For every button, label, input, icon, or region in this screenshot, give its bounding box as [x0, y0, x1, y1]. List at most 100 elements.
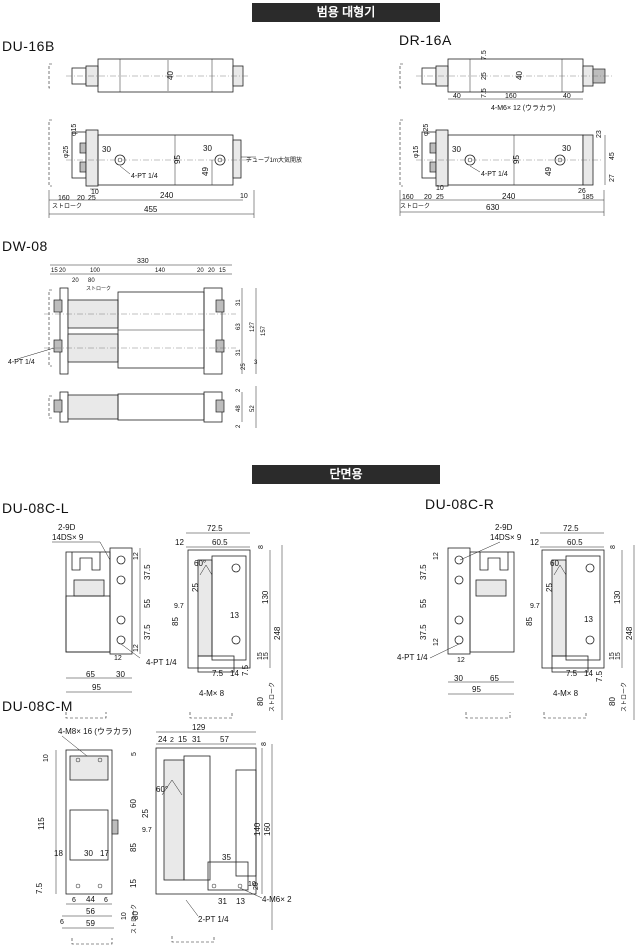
- dim-12-bottom-r: 12: [433, 638, 440, 646]
- dim-30-right-dr: 30: [562, 144, 571, 153]
- label-stroke-l: ストローク: [269, 682, 276, 712]
- label-pt-dr16a: 4-PT 1/4: [481, 171, 508, 178]
- dim-30-m: 30: [84, 849, 93, 858]
- label-pt-du16b: 4-PT 1/4: [131, 173, 158, 180]
- label-pt-dw08: 4-PT 1/4: [8, 359, 35, 366]
- dim-80-l: 80: [256, 697, 265, 706]
- label-m8-l: 4-M× 8: [199, 689, 225, 698]
- dim-630: 630: [486, 203, 500, 212]
- model-title-du08cr: DU-08C-R: [425, 496, 495, 512]
- dim-52: 52: [250, 405, 256, 412]
- dim-10-b-m: 10: [248, 881, 256, 888]
- dim-9-7-r: 9.7: [530, 603, 540, 610]
- dim-185: 185: [582, 194, 594, 201]
- dim-57-m: 57: [220, 735, 229, 744]
- dim-85-l: 85: [171, 617, 180, 626]
- dim-45: 45: [609, 152, 616, 160]
- label-m6-m: 4-M6× 2: [262, 895, 292, 904]
- dim-130-l: 130: [261, 590, 270, 604]
- dim-phi15-dr: φ15: [413, 146, 420, 158]
- label-m8-m: 4-M8× 16 (ウラカラ): [58, 727, 132, 736]
- dim-40-left: 40: [453, 93, 461, 100]
- dim-240-dr: 240: [502, 192, 516, 201]
- dim-44-m: 44: [86, 895, 95, 904]
- dim-60deg-l: 60°: [194, 559, 206, 568]
- dim-9-7-l: 9.7: [174, 603, 184, 610]
- dim-127: 127: [250, 321, 256, 332]
- dim-31-m: 31: [192, 735, 201, 744]
- dim-2-bottom: 2: [236, 424, 242, 428]
- drawing-du08cm: 4-M8× 16 (ウラカラ) 10 115 18 30 17 7.5 6 44…: [35, 723, 292, 945]
- label-stroke-dw08: ストローク: [86, 286, 111, 292]
- label-2-9d-l: 2-9D: [58, 523, 76, 532]
- dim-15-b-m: 15: [129, 879, 138, 888]
- dim-160-top: 160: [505, 93, 517, 100]
- dim-30-r: 30: [454, 674, 463, 683]
- dim-6-a-m: 6: [72, 897, 76, 904]
- dim-3: 3: [254, 360, 258, 366]
- dim-8-r: 8: [610, 545, 617, 549]
- dim-330: 330: [137, 258, 149, 265]
- dim-80-r: 80: [608, 697, 617, 706]
- dim-95: 95: [173, 155, 182, 164]
- dim-115-m: 115: [37, 817, 46, 830]
- dim-160-m: 160: [263, 822, 272, 836]
- dim-40-right: 40: [563, 93, 571, 100]
- dim-20-dr: 20: [424, 194, 432, 201]
- dim-95-dr: 95: [512, 155, 521, 164]
- dim-49-dr: 49: [544, 167, 553, 176]
- dim-9-7-m: 9.7: [142, 827, 152, 834]
- dim-85-r: 85: [525, 617, 534, 626]
- dim-12-side-top-r: 12: [530, 538, 539, 547]
- dim-24-m: 24: [158, 735, 167, 744]
- dim-17-m: 17: [100, 849, 109, 858]
- dim-37-5-top-r: 37.5: [419, 564, 428, 580]
- dim-248-r: 248: [625, 626, 634, 640]
- label-2-9d-r: 2-9D: [495, 523, 513, 532]
- dim-12-side-r: 12: [457, 657, 465, 664]
- dim-25-dw: 25: [241, 363, 247, 370]
- section-banner-general: 범용 대형기: [252, 3, 440, 22]
- dim-31-bottom: 31: [236, 349, 242, 356]
- drawing-du16b: 40 30 30 4-PT 1/4 95 49 φ25 φ15 チューブ1m大気…: [48, 58, 302, 218]
- label-14ds-r: 14DS× 9: [490, 533, 522, 542]
- label-stroke-du16b: ストローク: [52, 203, 82, 210]
- dim-20-m: 20: [253, 882, 260, 890]
- dim-phi25: φ25: [63, 146, 70, 158]
- dim-13-r: 13: [584, 615, 593, 624]
- dim-20-inner: 20: [72, 278, 79, 284]
- dim-7-5-a-l: 7.5: [212, 669, 224, 678]
- dim-5-m: 5: [131, 752, 138, 756]
- dim-23: 23: [596, 130, 603, 138]
- dim-30-left: 30: [102, 145, 111, 154]
- dim-12-top-l: 12: [133, 552, 140, 560]
- dim-12-side-top-l: 12: [175, 538, 184, 547]
- dim-55-l: 55: [143, 599, 152, 608]
- dim-15-b-r: 15: [615, 652, 622, 660]
- dim-140-m: 140: [253, 822, 262, 836]
- drawing-du08cl: 2-9D 14DS× 9 12 37.5 55 37.5 12 4-PT 1/4…: [52, 523, 283, 720]
- dim-25-side-r: 25: [545, 583, 554, 592]
- dim-10: 10: [91, 189, 99, 196]
- dim-2-m: 2: [170, 737, 174, 744]
- dim-8-l: 8: [258, 545, 265, 549]
- dim-20-left: 20: [59, 268, 66, 274]
- dim-27: 27: [609, 174, 616, 182]
- dim-95-r: 95: [472, 685, 481, 694]
- dim-85-m: 85: [129, 843, 138, 852]
- dim-30-right: 30: [203, 144, 212, 153]
- dim-37-5-top-l: 37.5: [143, 564, 152, 580]
- dim-60-5-l: 60.5: [212, 538, 228, 547]
- dim-12-top-r: 12: [433, 552, 440, 560]
- drawing-du08cr: 2-9D 14DS× 9 12 37.5 55 37.5 12 4-PT 1/4…: [397, 523, 635, 720]
- dim-25-dr: 25: [436, 194, 444, 201]
- dim-72-5-l: 72.5: [207, 524, 223, 533]
- dim-14-l: 14: [230, 669, 239, 678]
- model-title-dw08: DW-08: [2, 238, 48, 254]
- dim-20-right-a: 20: [197, 268, 204, 274]
- dim-160-dr: 160: [402, 194, 414, 201]
- dim-7-5-b-l: 7.5: [241, 664, 250, 676]
- dim-30-left-dr: 30: [452, 145, 461, 154]
- dim-31-top: 31: [236, 299, 242, 306]
